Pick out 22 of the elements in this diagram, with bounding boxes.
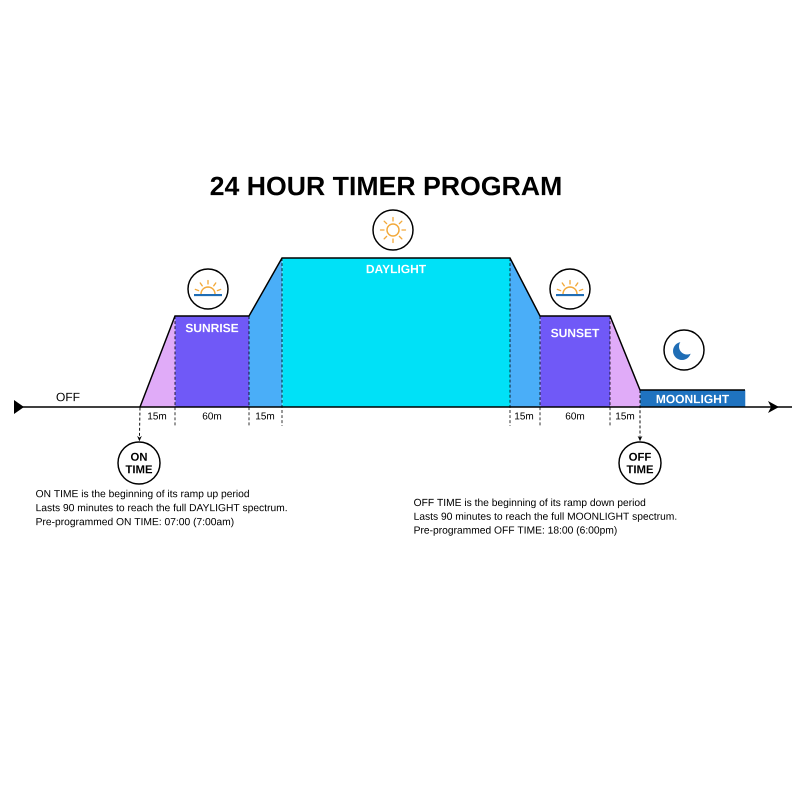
note-text: Lasts 90 minutes to reach the full MOONLIGHT spectrum. <box>414 512 676 522</box>
title: 24 HOUR TIMER PROGRAM <box>210 176 560 196</box>
phase-block: MOONLIGHT <box>640 390 746 408</box>
duration-label: 15m <box>148 412 166 420</box>
duration-label: 60m <box>566 412 584 420</box>
note-text: OFF TIME is the beginning of its ramp down period <box>414 498 646 508</box>
ramp-shape <box>249 258 282 407</box>
note-text: Pre-programmed OFF TIME: 18:00 (6:00pm) <box>414 526 617 536</box>
phase-block: SUNRISE <box>175 316 250 408</box>
duration-label: 15m <box>616 412 634 420</box>
phase-label: OFF <box>56 392 80 402</box>
duration-label: 60m <box>202 412 222 420</box>
note-text: Pre-programmed ON TIME: 07:00 (7:00am) <box>36 518 234 528</box>
phase-block: DAYLIGHT <box>282 258 510 408</box>
duration-label: 15m <box>515 412 534 420</box>
phase-block: SUNSET <box>540 316 610 408</box>
note-text: Lasts 90 minutes to reach the full DAYLIGHT spectrum. <box>36 504 287 514</box>
ramp-shape <box>610 316 640 407</box>
note-text: ON TIME is the beginning of its ramp up period <box>36 490 249 500</box>
ramp-shape <box>140 316 175 407</box>
ramp-shape <box>510 258 540 407</box>
duration-label: 15m <box>256 412 274 420</box>
